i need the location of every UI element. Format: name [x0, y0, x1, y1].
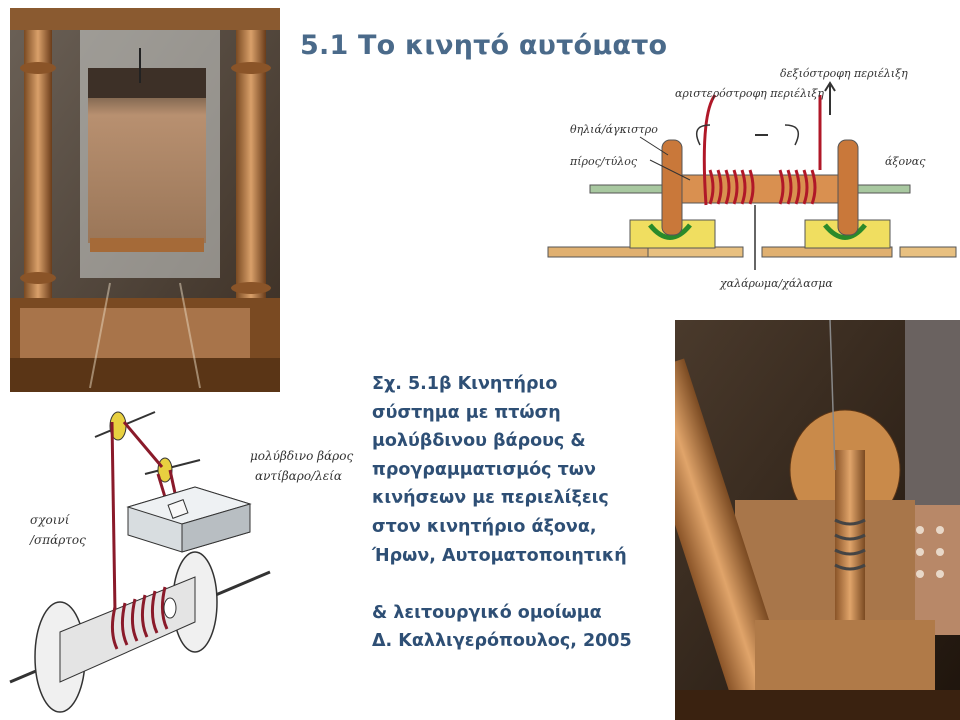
counterweight-label: αντίβαρο/λεία — [255, 469, 342, 483]
caption-line: Δ. Καλλιγερόπουλος, 2005 — [372, 631, 632, 652]
peg-label: πίρος/τύλος — [569, 155, 638, 168]
caption-line: Σχ. 5.1β Κινητήριο — [372, 374, 558, 394]
caption-line: προγραμματισμός των — [372, 459, 596, 480]
caption-line — [372, 570, 672, 599]
right-winding-label: δεξιόστροφη περιέλιξη — [780, 67, 908, 80]
figure-caption: Σχ. 5.1β Κινητήριο σύστημα με πτώση μολύ… — [372, 370, 672, 656]
axle-label: άξονας — [885, 155, 926, 168]
rope-label: σχοινί — [30, 513, 71, 527]
caption-line: στον κινητήριο άξονα, — [372, 516, 597, 537]
replica-photo — [675, 320, 960, 720]
bracket-label: θηλιά/άγκιστρο — [570, 123, 658, 136]
left-winding-label: αριστερόστροφη περιέλιξη — [675, 87, 824, 100]
caption-line: & λειτουργικό ομοίωμα — [372, 602, 602, 623]
caption-line: μολύβδινου βάρους & — [372, 431, 586, 452]
automaton-photo — [10, 8, 280, 392]
slack-label: χαλάρωμα/χάλασμα — [719, 277, 833, 290]
falling-weight-sketch: μολύβδινο βάρος αντίβαρο/λεία σχοινί /σπ… — [0, 392, 360, 720]
caption-line: κινήσεων με περιελίξεις — [372, 488, 609, 509]
caption-line: σύστημα με πτώση — [372, 402, 561, 423]
winding-drum-sketch: αριστερόστροφη περιέλιξη δεξιόστροφη περ… — [540, 55, 960, 305]
weight-label: μολύβδινο βάρος — [250, 449, 353, 463]
cord-label: /σπάρτος — [29, 533, 86, 547]
caption-line: Ήρων, Αυτοματοποιητική — [372, 545, 627, 566]
